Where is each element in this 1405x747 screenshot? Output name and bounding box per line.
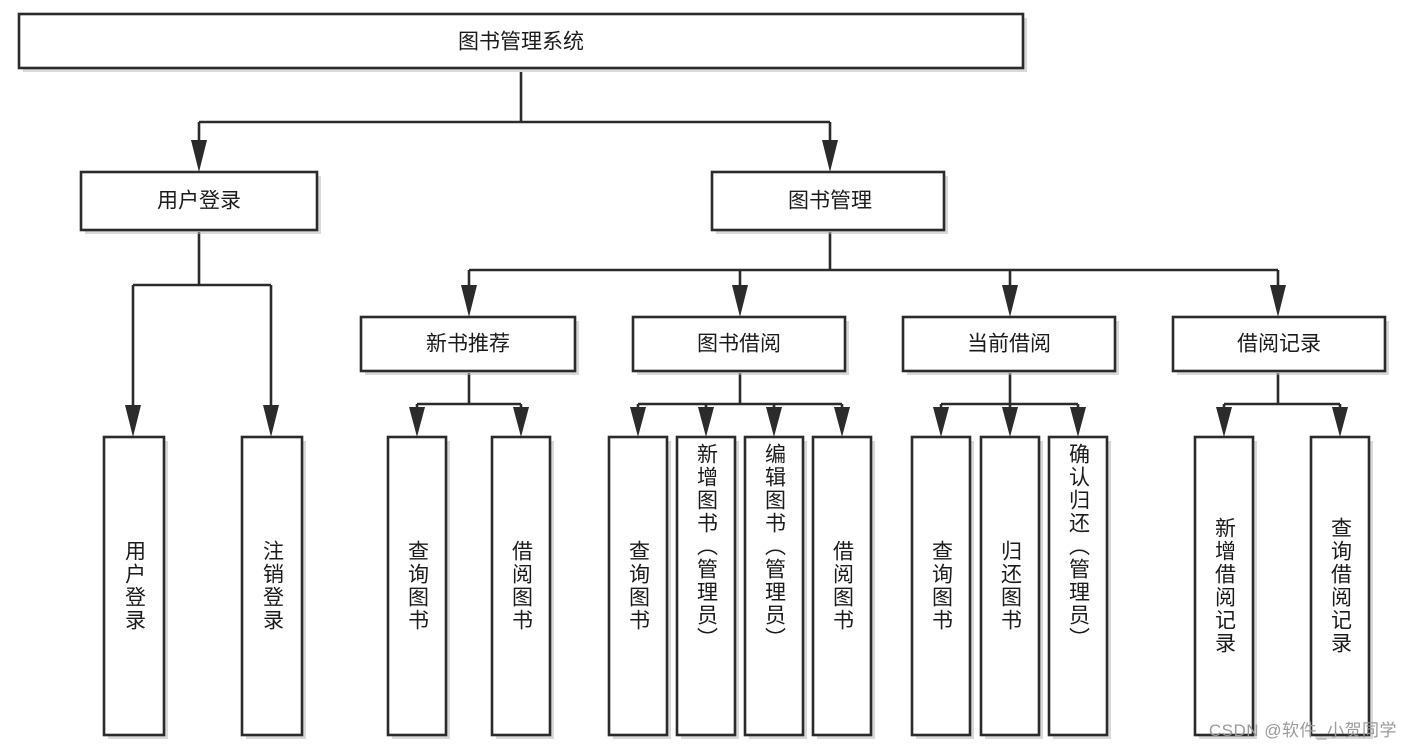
arrow-to-leaf-query-book-3: [933, 407, 949, 437]
arrow-to-leaf-logout: [263, 405, 279, 437]
node-box-leaf-confirm-return[interactable]: [1047, 435, 1109, 737]
node-box-borrow-record[interactable]: [1171, 315, 1387, 373]
node-box-book-borrow[interactable]: [631, 315, 847, 373]
node-label-root: 图书管理系统: [458, 31, 584, 54]
arrow-to-leaf-edit-book: [766, 407, 782, 437]
node-box-leaf-logout[interactable]: [240, 435, 304, 737]
node-label-user-login: 用户登录: [157, 190, 241, 213]
arrow-to-leaf-query-record: [1332, 407, 1348, 437]
arrow-to-book-borrow: [732, 285, 748, 317]
node-box-leaf-query-book-3[interactable]: [910, 435, 972, 737]
arrow-to-leaf-add-book: [698, 407, 714, 437]
node-box-leaf-borrow-book-1[interactable]: [490, 435, 552, 737]
node-label-book-management: 图书管理: [788, 190, 872, 213]
node-box-leaf-return-book[interactable]: [979, 435, 1041, 737]
arrow-to-borrow-record: [1270, 285, 1286, 317]
node-label-book-borrow: 图书借阅: [697, 333, 781, 356]
node-box-current-borrow[interactable]: [901, 315, 1117, 373]
node-box-leaf-user-login[interactable]: [102, 435, 166, 737]
connectors: [125, 72, 1348, 437]
node-box-new-book-recommend[interactable]: [359, 315, 577, 373]
node-box-root[interactable]: [17, 12, 1025, 70]
arrow-to-leaf-add-record: [1216, 407, 1232, 437]
node-box-leaf-query-record[interactable]: [1309, 435, 1371, 737]
arrow-to-book-management: [822, 140, 838, 172]
node-label-new-book-recommend: 新书推荐: [426, 333, 510, 356]
arrow-to-leaf-query-book-2: [630, 407, 646, 437]
node-box-leaf-add-record[interactable]: [1193, 435, 1255, 737]
arrow-to-leaf-borrow-book-2: [834, 407, 850, 437]
arrow-to-current-borrow: [1002, 285, 1018, 317]
arrow-to-user-login: [191, 140, 207, 172]
arrow-to-leaf-query-book-1: [409, 407, 425, 437]
node-label-borrow-record: 借阅记录: [1237, 333, 1321, 356]
node-box-leaf-borrow-book-2[interactable]: [811, 435, 873, 737]
arrow-to-leaf-confirm-return: [1070, 407, 1086, 437]
arrow-to-new-book-recommend: [461, 285, 477, 317]
node-box-user-login[interactable]: [79, 170, 319, 232]
node-label-current-borrow: 当前借阅: [967, 333, 1051, 356]
node-box-leaf-add-book[interactable]: [675, 435, 737, 737]
node-box-leaf-edit-book[interactable]: [743, 435, 805, 737]
arrow-to-leaf-borrow-book-1: [513, 407, 529, 437]
node-box-leaf-query-book-2[interactable]: [607, 435, 669, 737]
node-box-book-management[interactable]: [710, 170, 946, 232]
arrow-to-leaf-return-book: [1002, 407, 1018, 437]
node-box-leaf-query-book-1[interactable]: [386, 435, 448, 737]
arrow-to-leaf-user-login: [125, 405, 141, 437]
node-boxes: 图书管理系统 用户登录 图书管理 新书推荐 图书借阅 当前借阅 借阅记录: [17, 12, 1389, 739]
watermark-text: CSDN @软件_小贺同学: [1208, 721, 1397, 740]
